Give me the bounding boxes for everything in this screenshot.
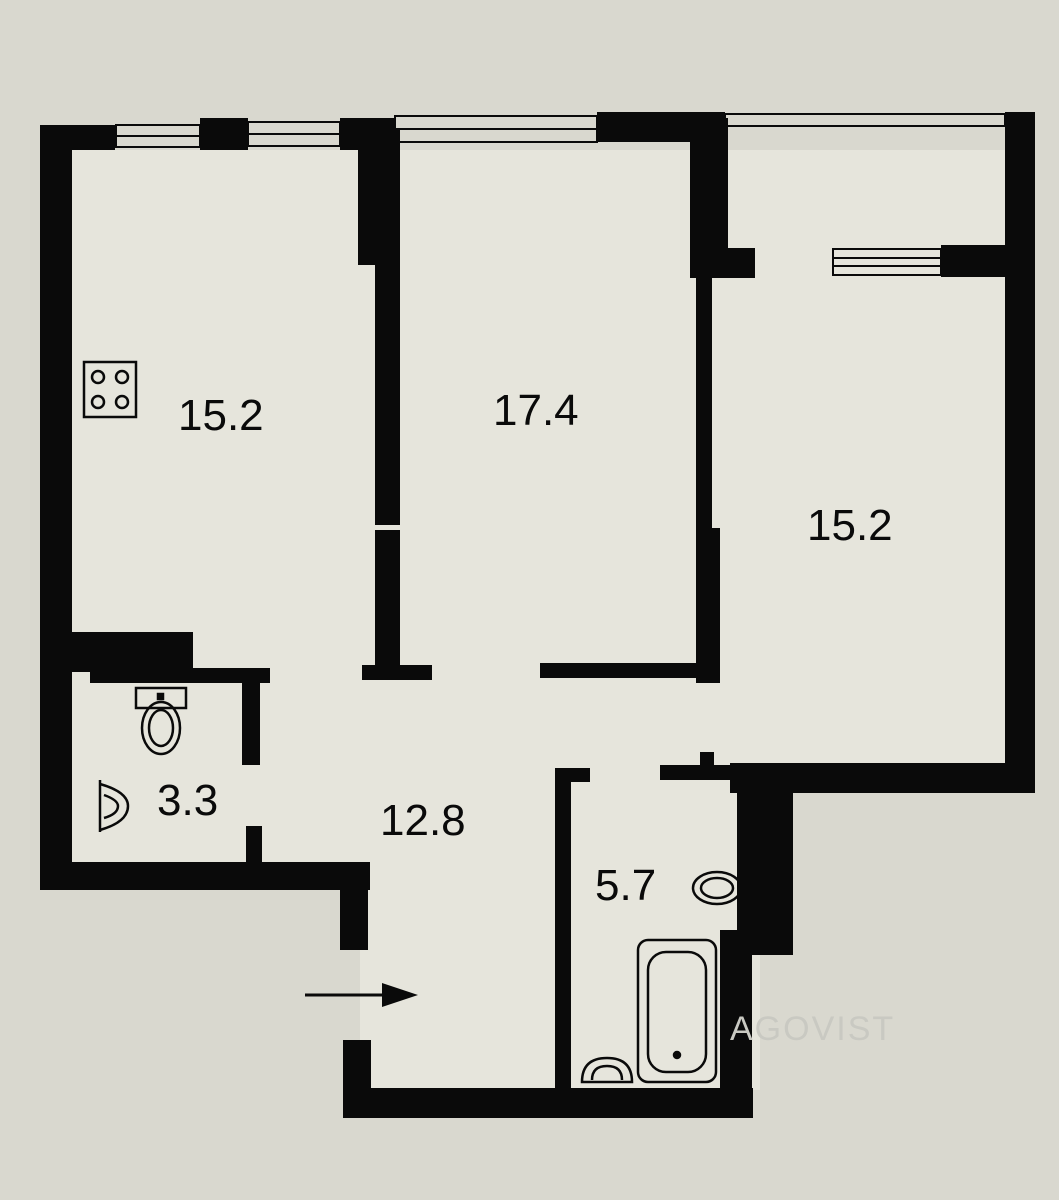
bathroom-area-label: 5.7 [595, 861, 656, 910]
watermark-text: AGOVIST [730, 1010, 895, 1048]
bathtub-icon [636, 938, 718, 1084]
kitchen-area-label: 15.2 [178, 391, 264, 440]
floor [70, 150, 1015, 1090]
toilet-icon-bathroom [691, 860, 764, 916]
sink-icon-wc [98, 780, 130, 832]
sink-icon-bathroom [580, 1056, 634, 1084]
stove-icon [82, 360, 138, 419]
window-right-room [724, 113, 1006, 127]
right-room-area-label: 15.2 [807, 501, 893, 550]
wc-area-label: 3.3 [157, 776, 218, 825]
interior-walls [65, 118, 1011, 1090]
entrance-arrow-icon [305, 983, 418, 1007]
outer-walls [40, 112, 1035, 1118]
hall-area-label: 12.8 [380, 796, 466, 845]
toilet-icon-wc [134, 686, 188, 756]
middle-room-area-label: 17.4 [493, 386, 579, 435]
